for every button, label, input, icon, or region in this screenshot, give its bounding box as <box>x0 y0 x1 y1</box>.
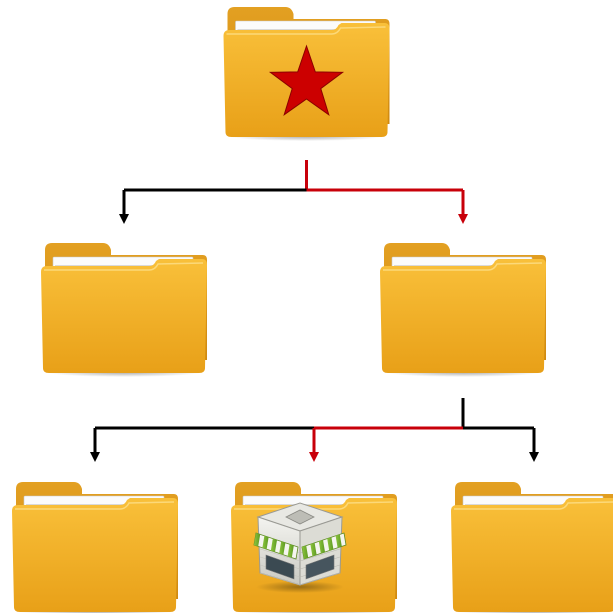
folder-icon[interactable] <box>451 482 613 613</box>
arrowhead-icon <box>529 452 539 462</box>
folder-icon[interactable] <box>41 243 207 377</box>
arrowhead-icon <box>458 214 468 224</box>
arrowhead-icon <box>90 452 100 462</box>
folder-icon[interactable] <box>231 482 397 613</box>
folder-nodes <box>12 7 613 613</box>
connector-lines <box>90 160 539 462</box>
storefront-icon <box>253 502 347 593</box>
folder-icon[interactable] <box>12 482 178 613</box>
connector-edge <box>119 188 307 224</box>
connector-edge <box>463 426 539 462</box>
folder-icon[interactable] <box>380 243 546 377</box>
arrowhead-icon <box>309 452 319 462</box>
connector-edge <box>306 188 468 224</box>
connector-edge <box>309 426 463 462</box>
arrowhead-icon <box>119 214 129 224</box>
star-icon <box>268 44 345 116</box>
connector-edge <box>90 426 463 462</box>
folder-icon[interactable] <box>223 7 390 141</box>
